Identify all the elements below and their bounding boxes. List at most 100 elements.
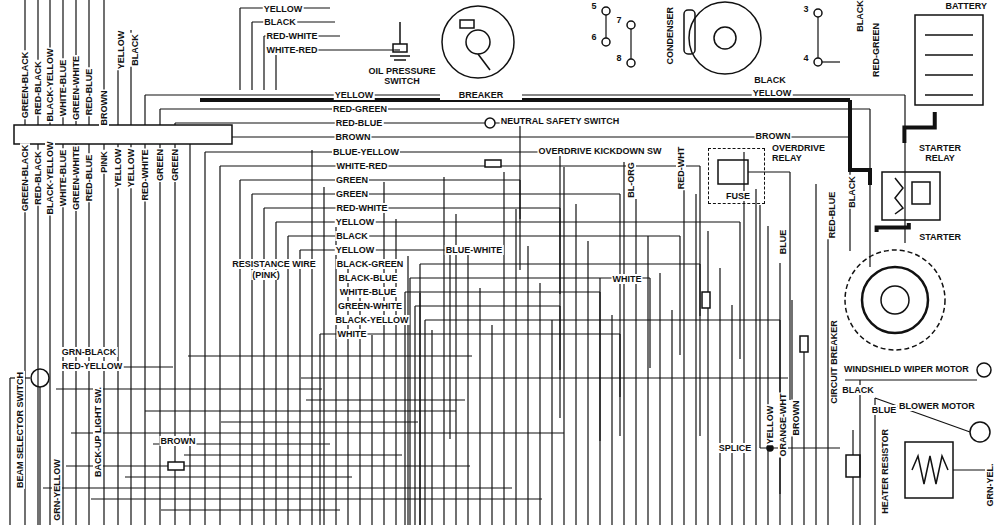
wire bbox=[239, 8, 240, 90]
wire-label: YELLOW bbox=[335, 217, 376, 227]
battery-cable bbox=[877, 223, 909, 232]
wire-label: GREEN bbox=[155, 148, 165, 182]
wire bbox=[587, 241, 588, 525]
wire bbox=[407, 256, 408, 525]
wire-label: BLACK bbox=[855, 0, 865, 33]
wire-label: NEUTRAL SAFETY SWITCH bbox=[500, 116, 621, 126]
wire-label: RED-BLUE bbox=[827, 191, 837, 240]
wire bbox=[611, 315, 612, 525]
wire bbox=[306, 399, 465, 400]
wire bbox=[71, 432, 564, 433]
wire bbox=[539, 283, 540, 525]
wire-label: RED-BLUE bbox=[84, 154, 94, 203]
battery-cell bbox=[925, 74, 973, 76]
wire-label: BL-ORG bbox=[626, 161, 636, 199]
wire-label: BLACK-BLUE bbox=[338, 273, 399, 283]
wire-label: BLACK bbox=[841, 385, 875, 395]
wire-label: BLACK bbox=[130, 33, 140, 67]
component-label: BLOWER MOTOR bbox=[898, 401, 976, 411]
wire bbox=[743, 152, 744, 525]
wire bbox=[649, 278, 650, 368]
wire bbox=[659, 273, 660, 525]
wire bbox=[383, 182, 384, 525]
wire-label: BROWN bbox=[99, 90, 109, 127]
wire bbox=[264, 207, 560, 208]
terminal bbox=[602, 7, 610, 15]
wire bbox=[503, 172, 504, 525]
wire-label: GRN-YEL. bbox=[985, 462, 995, 507]
wire bbox=[431, 330, 432, 525]
wire bbox=[415, 305, 560, 306]
wire bbox=[515, 209, 516, 525]
wire bbox=[125, 476, 352, 477]
component-label: WINDSHIELD WIPER MOTOR bbox=[843, 364, 970, 374]
wire bbox=[623, 162, 624, 525]
wire-label: RED-WHT bbox=[676, 146, 686, 191]
wire bbox=[575, 204, 576, 525]
overdrive-relay-symbol bbox=[718, 160, 748, 184]
wire bbox=[619, 334, 620, 436]
wire bbox=[414, 306, 415, 525]
component-node: HEATER RESISTOR bbox=[880, 428, 890, 515]
wire-label: RED-GREEN bbox=[871, 22, 881, 78]
wire-label: GRN-BLACK bbox=[61, 347, 118, 357]
wire-label: GREEN-WHITE bbox=[71, 55, 81, 121]
wire bbox=[527, 246, 528, 525]
starter-symbol bbox=[845, 250, 945, 350]
wire-label: WHITE-BLUE bbox=[58, 59, 68, 118]
wire bbox=[491, 325, 492, 525]
resistor-symbol bbox=[800, 336, 808, 352]
wire bbox=[117, 30, 118, 525]
terminal bbox=[602, 38, 610, 46]
condenser-symbol bbox=[684, 10, 695, 54]
battery-cell bbox=[925, 94, 973, 96]
wire bbox=[419, 264, 420, 525]
circuit-breaker-symbol bbox=[846, 455, 860, 477]
starter-symbol bbox=[862, 267, 928, 333]
wire-label: RED-BLACK bbox=[33, 150, 43, 206]
wire bbox=[299, 250, 300, 525]
wire-label: BLACK bbox=[847, 175, 857, 209]
wire bbox=[263, 36, 264, 90]
battery-cable bbox=[904, 112, 934, 143]
component-symbols bbox=[14, 2, 991, 498]
wire-label: BLUE bbox=[871, 405, 898, 415]
wire-label: RESISTANCE WIRE bbox=[231, 259, 316, 269]
wire bbox=[731, 305, 732, 525]
wire-label: ORANGE-WHT bbox=[778, 393, 788, 458]
ground-symbol bbox=[394, 59, 406, 61]
blower-motor-symbol bbox=[970, 422, 990, 442]
wire bbox=[189, 137, 190, 525]
wire bbox=[559, 306, 560, 418]
terminal bbox=[627, 59, 635, 67]
wire-label: YELLOW bbox=[126, 148, 136, 189]
component-label: HEATER RESISTOR bbox=[880, 428, 890, 515]
wire-label: BROWN bbox=[160, 436, 197, 446]
wire-label: GREEN-BLACK bbox=[20, 51, 30, 120]
wire-label: BLUE-WHITE bbox=[445, 245, 504, 255]
wire-label: BLUE-YELLOW bbox=[332, 147, 400, 157]
component-node: STARTER bbox=[840, 232, 962, 357]
wire-label: (PINK) bbox=[251, 270, 281, 280]
ground-symbol bbox=[390, 55, 410, 57]
wire bbox=[319, 334, 320, 525]
wire-label: BLUE bbox=[778, 229, 788, 256]
wire-label: WHITE bbox=[612, 274, 643, 284]
wire-label: BROWN bbox=[335, 132, 372, 142]
wire-label: BLACK-GREEN bbox=[336, 259, 405, 269]
wire bbox=[190, 136, 850, 137]
wire bbox=[419, 293, 420, 525]
wire bbox=[748, 171, 790, 172]
component-node: STARTER RELAY bbox=[878, 143, 966, 223]
wire-label: BEAM SELECTOR SWITCH bbox=[15, 371, 25, 489]
wiper-motor-symbol bbox=[977, 363, 991, 377]
wire-label: YELLOW bbox=[752, 88, 793, 98]
wire-label: YELLOW bbox=[335, 245, 376, 255]
oil-switch-symbol bbox=[393, 44, 407, 52]
breaker-symbol bbox=[466, 30, 490, 54]
wire bbox=[160, 108, 870, 109]
component-node: BREAKER bbox=[440, 4, 522, 100]
wire-label: GREEN-WHITE bbox=[337, 301, 403, 311]
